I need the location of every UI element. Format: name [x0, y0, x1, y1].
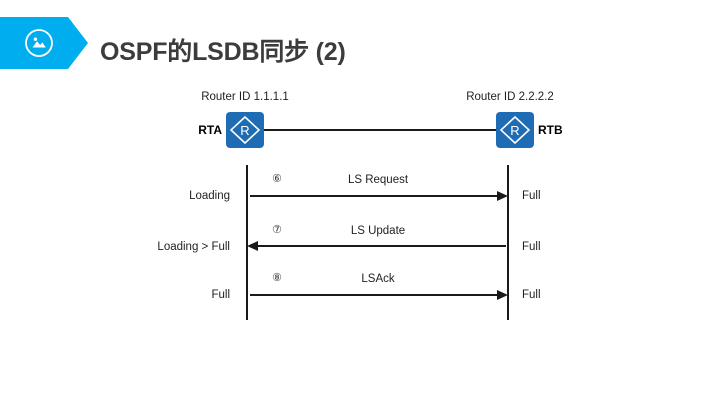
message-number-0: ⑥ — [272, 173, 282, 185]
message-arrow-1 — [247, 241, 506, 251]
router-name-rta: RTA — [198, 123, 222, 137]
message-number-2: ⑧ — [272, 272, 282, 284]
router-icon: R — [229, 115, 261, 145]
slide-footer: 第29页 版权所有© 2019 华为技术有限公司 HUAWEI — [0, 363, 716, 403]
state-left-1: Loading > Full — [157, 241, 230, 253]
router-name-rtb: RTB — [538, 123, 563, 137]
svg-text:R: R — [510, 123, 519, 138]
message-label-2: LSAck — [361, 273, 395, 285]
router-id-label-right: Router ID 2.2.2.2 — [466, 91, 554, 103]
router-icon: R — [499, 115, 531, 145]
slide-header: OSPF的LSDB同步 (2) — [0, 17, 716, 69]
state-right-0: Full — [522, 190, 541, 202]
router-id-label-left: Router ID 1.1.1.1 — [201, 91, 289, 103]
message-number-1: ⑦ — [272, 224, 282, 236]
message-arrow-2 — [250, 290, 508, 300]
message-label-1: LS Update — [350, 225, 406, 237]
message-arrow-0 — [250, 191, 508, 201]
state-left-0: Loading — [189, 190, 230, 202]
picture-icon — [25, 29, 53, 57]
state-right-1: Full — [522, 241, 541, 253]
svg-text:R: R — [240, 123, 249, 138]
state-left-2: Full — [211, 289, 230, 301]
header-chevron-icon — [63, 18, 88, 68]
state-right-2: Full — [522, 289, 541, 301]
message-label-0: LS Request — [347, 174, 409, 186]
router-icon-rta[interactable]: R — [226, 112, 264, 148]
page-title: OSPF的LSDB同步 (2) — [100, 38, 346, 66]
router-icon-rtb[interactable]: R — [496, 112, 534, 148]
header-banner-shape — [0, 17, 88, 69]
